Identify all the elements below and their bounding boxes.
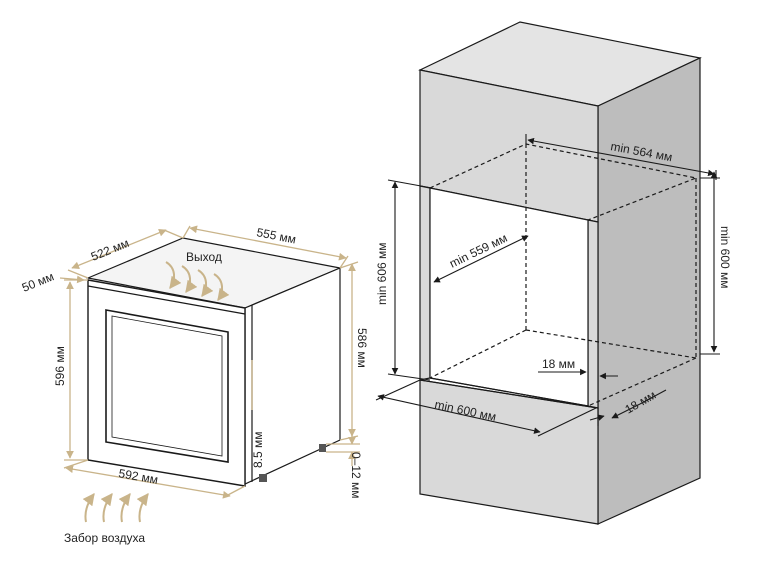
dim-min-600-right-label: min 600 мм xyxy=(718,226,732,289)
exhaust-arrows-icon xyxy=(165,261,230,301)
dim-555-label: 555 мм xyxy=(255,225,297,246)
dim-0-12-label: 0–12 мм xyxy=(349,452,363,499)
cabinet-front-right-strip xyxy=(587,219,599,409)
appliance-unit: Выход Забор воздуха 522 мм 555 мм 50 мм … xyxy=(20,225,369,545)
intake-arrows-icon xyxy=(82,493,149,523)
dim-min-606-label: min 606 мм xyxy=(375,242,389,305)
cabinet-niche: min 564 мм min 600 мм min 559 мм min 606… xyxy=(375,21,732,525)
dim-592-label: 592 мм xyxy=(117,466,159,487)
niche-opening xyxy=(429,187,589,407)
dim-50-label: 50 мм xyxy=(20,269,56,294)
dim-586-label: 586 мм xyxy=(355,328,369,368)
dim-min-600-bottom-line xyxy=(377,394,541,434)
dim-596-label: 596 мм xyxy=(53,346,67,386)
dim-592-line xyxy=(65,465,231,499)
dim-522-line xyxy=(71,229,167,269)
appliance-door-glass xyxy=(105,309,229,463)
exhaust-label: Выход xyxy=(186,250,222,264)
dim-18-inner-label: 18 мм xyxy=(542,357,575,371)
dim-555-line xyxy=(189,225,347,261)
intake-label: Забор воздуха xyxy=(64,531,145,545)
cabinet-side-face xyxy=(597,57,701,525)
dim-8-5-label: 8.5 мм xyxy=(251,431,265,468)
dim-522-label: 522 мм xyxy=(89,236,131,264)
appliance-foot-back xyxy=(319,444,326,452)
dim-min-559-line xyxy=(433,235,529,283)
cabinet-front-left-strip xyxy=(419,185,431,381)
appliance-foot-front xyxy=(259,474,267,482)
dim-min-564-line xyxy=(527,137,715,177)
